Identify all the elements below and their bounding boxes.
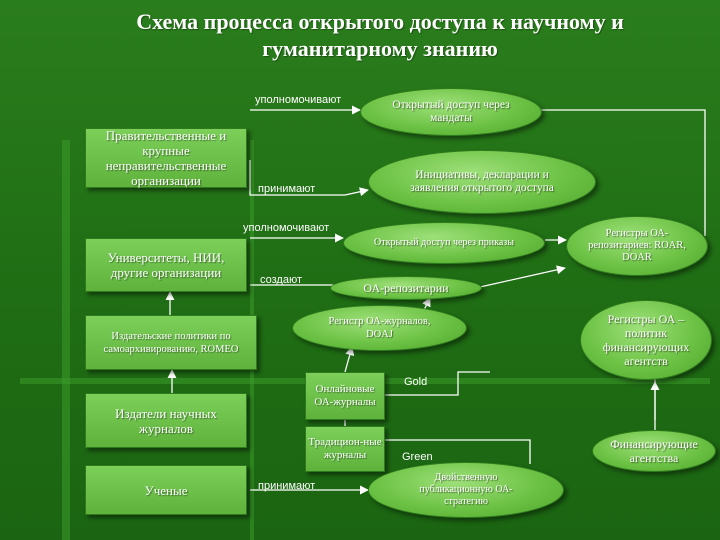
mandates-ellipse: Открытый доступ через мандаты bbox=[360, 88, 542, 136]
repository-registries-label: Регистры ОА-репозитариев: ROAR, DOAR bbox=[588, 228, 686, 263]
repository-registries-ellipse: Регистры ОА-репозитариев: ROAR, DOAR bbox=[566, 216, 708, 276]
empowers-label-1: уполномочивают bbox=[255, 94, 342, 106]
dual-strategy-ellipse: Двойственную публикационную ОА-стратегию bbox=[368, 462, 564, 518]
background-band bbox=[62, 140, 70, 540]
line-gold bbox=[385, 371, 490, 396]
publishers-box: Издатели научных журналов bbox=[85, 393, 247, 448]
journal-register-label: Регистр ОА-журналов, DOAJ bbox=[328, 316, 431, 340]
line-green bbox=[385, 439, 531, 464]
journal-register-ellipse: Регистр ОА-журналов, DOAJ bbox=[292, 305, 467, 351]
traditional-journals-label: Традицион-ные журналы bbox=[308, 436, 382, 461]
gov-organizations-label: Правительственные и крупные неправительс… bbox=[105, 128, 227, 188]
universities-label: Университеты, НИИ, другие организации bbox=[107, 250, 225, 280]
orders-label: Открытый доступ через приказы bbox=[374, 237, 514, 248]
universities-box: Университеты, НИИ, другие организации bbox=[85, 238, 247, 292]
arrow-online-to-register bbox=[344, 346, 355, 373]
repositories-label: ОА-репозитарии bbox=[363, 280, 449, 295]
accepts-label-1: принимают bbox=[258, 183, 316, 195]
funder-registry-label: Регистры ОА – политик финансирующих аген… bbox=[602, 312, 690, 368]
initiatives-label: Инициативы, декларации и заявления откры… bbox=[410, 169, 554, 194]
funders-ellipse: Финансирующие агентства bbox=[592, 430, 716, 472]
scientists-label: Ученые bbox=[144, 482, 188, 498]
arrow-to-initiatives bbox=[344, 187, 369, 197]
line-gov-right bbox=[249, 160, 345, 196]
empowers-label-2: уполномочивают bbox=[243, 222, 330, 234]
scientists-box: Ученые bbox=[85, 465, 247, 515]
initiatives-ellipse: Инициативы, декларации и заявления откры… bbox=[368, 150, 596, 214]
green-label: Green bbox=[402, 451, 433, 463]
line-mandates-right bbox=[540, 109, 706, 236]
create-label: создают bbox=[260, 274, 303, 286]
gold-label: Gold bbox=[404, 376, 428, 388]
mandates-label: Открытый доступ через мандаты bbox=[392, 99, 510, 124]
funder-registry-ellipse: Регистры ОА – политик финансирующих аген… bbox=[580, 300, 712, 380]
publishers-label: Издатели научных журналов bbox=[115, 405, 217, 436]
page-title: Схема процесса открытого доступа к научн… bbox=[60, 8, 700, 62]
funders-label: Финансирующие агентства bbox=[610, 437, 698, 465]
accepts-label-2: принимают bbox=[258, 480, 316, 492]
online-journals-label: Онлайновые ОА-журналы bbox=[314, 383, 376, 408]
publisher-policies-label: Издательские политики по самоархивирован… bbox=[103, 330, 239, 355]
orders-ellipse: Открытый доступ через приказы bbox=[343, 222, 545, 264]
traditional-journals-box: Традицион-ные журналы bbox=[305, 426, 385, 472]
line-repos-right bbox=[479, 265, 566, 288]
publisher-policies-box: Издательские политики по самоархивирован… bbox=[85, 315, 257, 370]
title-line-2: гуманитарному знанию bbox=[262, 36, 498, 61]
online-journals-box: Онлайновые ОА-журналы bbox=[305, 372, 385, 420]
repositories-ellipse: ОА-репозитарии bbox=[330, 276, 482, 300]
title-line-1: Схема процесса открытого доступа к научн… bbox=[136, 9, 624, 34]
dual-strategy-label: Двойственную публикационную ОА-стратегию bbox=[419, 472, 513, 507]
gov-organizations-box: Правительственные и крупные неправительс… bbox=[85, 128, 247, 188]
